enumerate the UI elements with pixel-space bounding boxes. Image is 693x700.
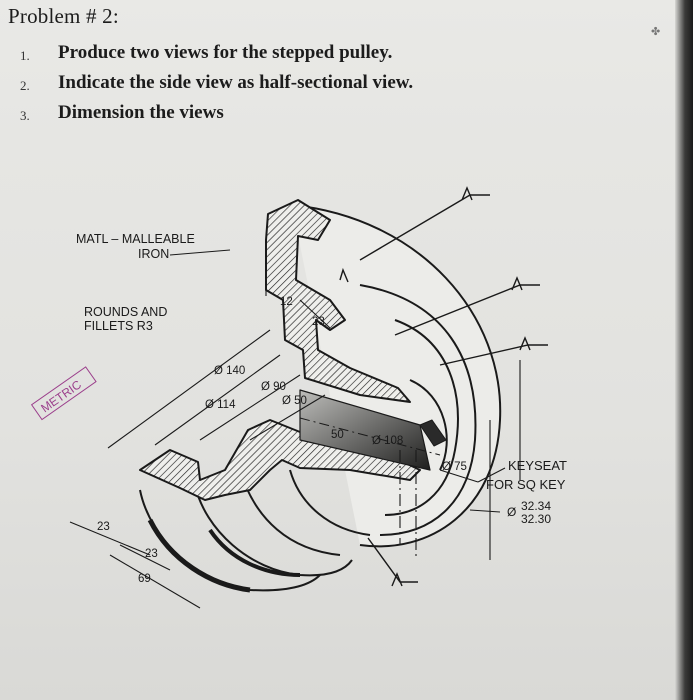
dim-line-140 <box>107 329 271 449</box>
inner-flange-outline <box>384 319 459 516</box>
dim-label-23-left: 23 <box>97 521 110 533</box>
bore-centerline <box>299 417 441 456</box>
task-number: 1. <box>20 48 30 63</box>
material-note-line1: MATL – MALLEABLE <box>76 232 195 246</box>
metric-stamp: METRIC <box>30 366 97 421</box>
dim-label-69: 69 <box>138 573 151 585</box>
bore-tolerance-lower: 32.30 <box>521 512 551 526</box>
keyseat-note-line2: FOR SQ KEY <box>486 477 566 492</box>
dim-line-50 <box>249 394 326 441</box>
dim-line-keyseat <box>477 467 506 483</box>
dim-label-140: Ø 140 <box>214 365 245 377</box>
rounds-note-line1: ROUNDS AND <box>84 305 167 319</box>
material-note-line2: IRON <box>138 247 169 261</box>
front-arc-4 <box>289 469 371 536</box>
dim-label-90: Ø 90 <box>261 381 286 393</box>
leader-lines <box>169 249 231 256</box>
dim-line-right-75 <box>439 469 479 483</box>
keyseat-notch <box>419 419 447 447</box>
rounds-note-line2: FILLETS R3 <box>84 319 153 333</box>
bore-tolerance-upper: 32.34 <box>521 499 551 513</box>
finish-mark-icon <box>339 267 349 283</box>
task-text: Produce two views for the stepped pulley… <box>58 42 393 63</box>
bore-shading <box>299 389 431 471</box>
dim-label-50-dia: Ø 50 <box>282 395 307 407</box>
bore-diameter-symbol: Ø <box>507 505 516 519</box>
task-number: 2. <box>20 78 30 93</box>
corner-mark-icon: ✤ <box>651 25 661 38</box>
pulley-body <box>139 199 502 593</box>
task-text: Dimension the views <box>58 102 224 123</box>
finish-mark-icon <box>367 537 418 587</box>
surface-finish-marks <box>339 186 548 587</box>
middle-flange-outline <box>359 284 477 536</box>
keyseat-note-line1: KEYSEAT <box>508 458 567 473</box>
dim-line-bore <box>469 509 501 513</box>
finish-mark-icon <box>394 276 540 336</box>
front-shade-1 <box>147 518 251 593</box>
page-edge-shadow <box>675 0 693 700</box>
dimension-lines <box>69 250 521 609</box>
front-arc-2 <box>194 484 353 577</box>
dim-line-114 <box>154 354 281 446</box>
dim-line-23-left <box>69 521 151 556</box>
dim-label-50: 50 <box>331 429 344 441</box>
finish-mark-icon <box>439 336 548 366</box>
dim-label-75: Ø 75 <box>442 461 467 473</box>
upper-section-hatch <box>265 199 411 403</box>
dim-label-108: Ø 108 <box>372 435 403 447</box>
metric-stamp-label: METRIC <box>38 377 84 415</box>
problem-title: Problem # 2: <box>8 4 119 28</box>
dim-label-23-top: 23 <box>312 316 325 328</box>
leader-material <box>169 249 231 256</box>
dim-label-114: Ø 114 <box>205 399 236 411</box>
hub-outline <box>409 379 448 471</box>
dim-line-69 <box>109 554 201 609</box>
dim-line-23-top <box>299 299 331 329</box>
dim-label-23-mid: 23 <box>145 548 158 560</box>
task-number: 3. <box>20 108 30 123</box>
finish-mark-icon <box>359 186 490 261</box>
lower-section-hatch <box>139 419 421 501</box>
dim-line-90 <box>199 374 301 441</box>
task-text: Indicate the side view as half-sectional… <box>58 72 414 93</box>
dim-line-23-mid <box>119 544 171 571</box>
front-shade-2 <box>208 528 301 577</box>
dim-label-12: 12 <box>280 296 293 308</box>
